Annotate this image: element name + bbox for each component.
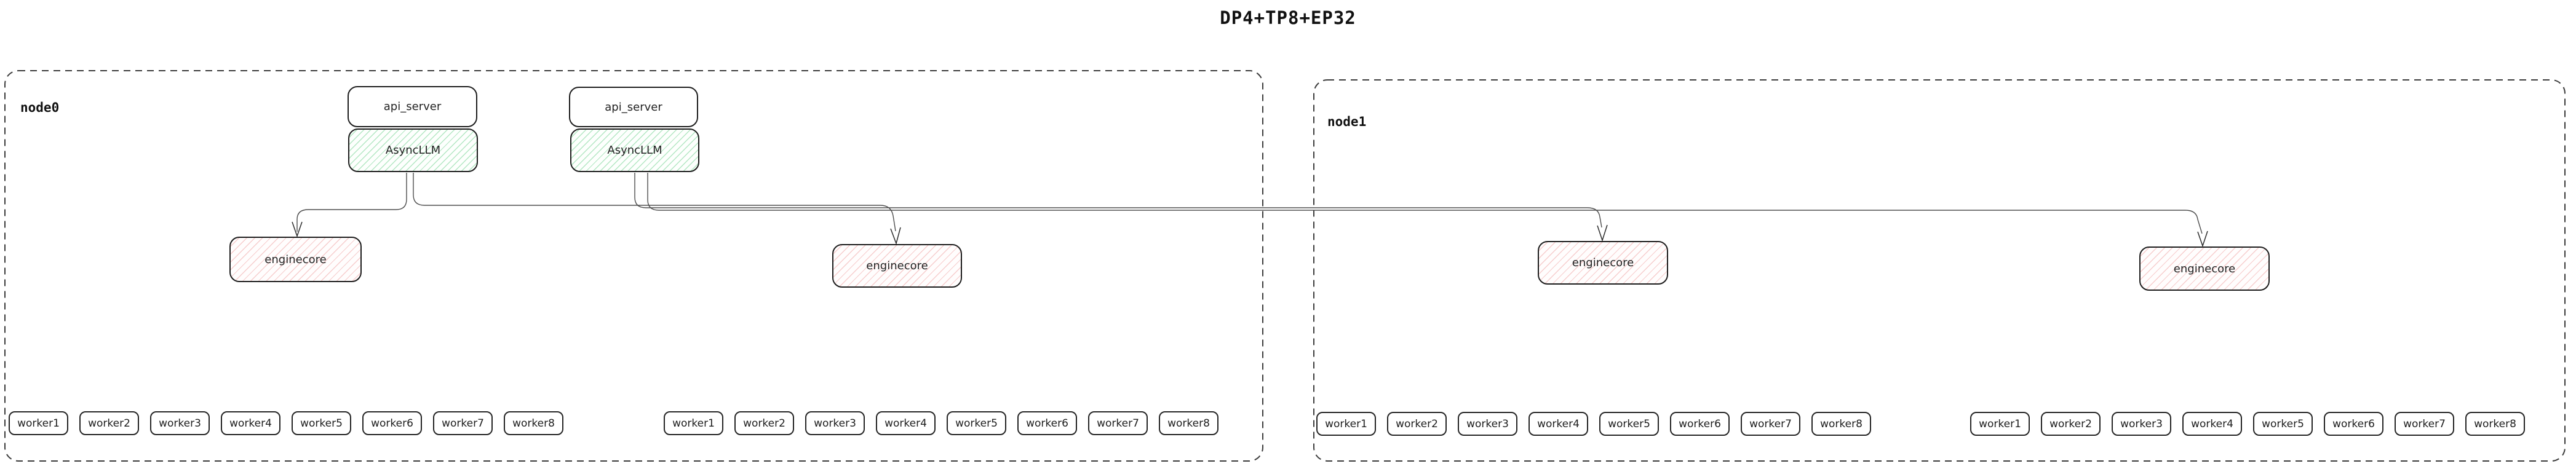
- node0-label: node0: [20, 100, 60, 115]
- worker-box: worker1: [1316, 412, 1376, 436]
- worker-box: worker8: [504, 411, 563, 435]
- arrowhead-enginecore3: [1597, 224, 1608, 242]
- worker-box: worker2: [1387, 412, 1447, 436]
- worker-box: worker4: [876, 411, 936, 435]
- enginecore-2: enginecore: [832, 244, 962, 288]
- edge-asyncllm2-to-enginecore3: [634, 173, 1602, 228]
- arrowhead-enginecore4: [2197, 231, 2208, 248]
- worker-box: worker6: [2324, 412, 2383, 436]
- worker-box: worker3: [1458, 412, 1517, 436]
- worker-box: worker3: [150, 411, 210, 435]
- diagram-title: DP4+TP8+EP32: [1220, 7, 1356, 28]
- worker-group-2: worker1 worker2 worker3 worker4 worker5 worke…: [664, 411, 1218, 435]
- worker-box: worker1: [664, 411, 723, 435]
- worker-box: worker8: [2465, 412, 2525, 436]
- api-server-2: api_server: [569, 87, 698, 127]
- worker-box: worker8: [1159, 411, 1218, 435]
- worker-box: worker6: [1017, 411, 1077, 435]
- worker-box: worker4: [2182, 412, 2242, 436]
- worker-box: worker1: [9, 411, 68, 435]
- edge-asyncllm1-to-enginecore2: [413, 173, 896, 232]
- worker-box: worker8: [1811, 412, 1871, 436]
- asyncllm-2: AsyncLLM: [570, 128, 699, 172]
- worker-box: worker5: [947, 411, 1006, 435]
- edge-asyncllm1-to-enginecore1: [296, 173, 407, 232]
- worker-box: worker1: [1970, 412, 2030, 436]
- worker-box: worker6: [1670, 412, 1730, 436]
- worker-box: worker7: [1088, 411, 1148, 435]
- arrowhead-enginecore1: [292, 221, 303, 238]
- edge-asyncllm2-to-enginecore4: [647, 173, 2203, 234]
- arrowhead-enginecore2: [890, 227, 901, 245]
- worker-box: worker3: [805, 411, 865, 435]
- worker-group-3: worker1 worker2 worker3 worker4 worker5 worke…: [1316, 412, 1871, 436]
- worker-box: worker2: [2041, 412, 2101, 436]
- asyncllm-1: AsyncLLM: [348, 128, 478, 172]
- worker-box: worker5: [292, 411, 351, 435]
- worker-box: worker6: [362, 411, 422, 435]
- enginecore-3: enginecore: [1538, 241, 1668, 285]
- worker-box: worker2: [79, 411, 139, 435]
- worker-group-1: worker1 worker2 worker3 worker4 worker5 worke…: [9, 411, 563, 435]
- enginecore-1: enginecore: [229, 237, 362, 282]
- enginecore-4: enginecore: [2139, 246, 2270, 291]
- node1-label: node1: [1327, 114, 1367, 129]
- worker-box: worker4: [1529, 412, 1588, 436]
- worker-box: worker5: [2253, 412, 2313, 436]
- worker-box: worker7: [2395, 412, 2454, 436]
- worker-box: worker2: [734, 411, 794, 435]
- worker-box: worker5: [1599, 412, 1659, 436]
- worker-box: worker7: [1741, 412, 1800, 436]
- worker-group-4: worker1 worker2 worker3 worker4 worker5 worke…: [1970, 412, 2525, 436]
- worker-box: worker3: [2112, 412, 2171, 436]
- worker-box: worker4: [221, 411, 280, 435]
- api-server-1: api_server: [348, 86, 477, 127]
- worker-box: worker7: [433, 411, 493, 435]
- node1-border: [1313, 79, 2566, 462]
